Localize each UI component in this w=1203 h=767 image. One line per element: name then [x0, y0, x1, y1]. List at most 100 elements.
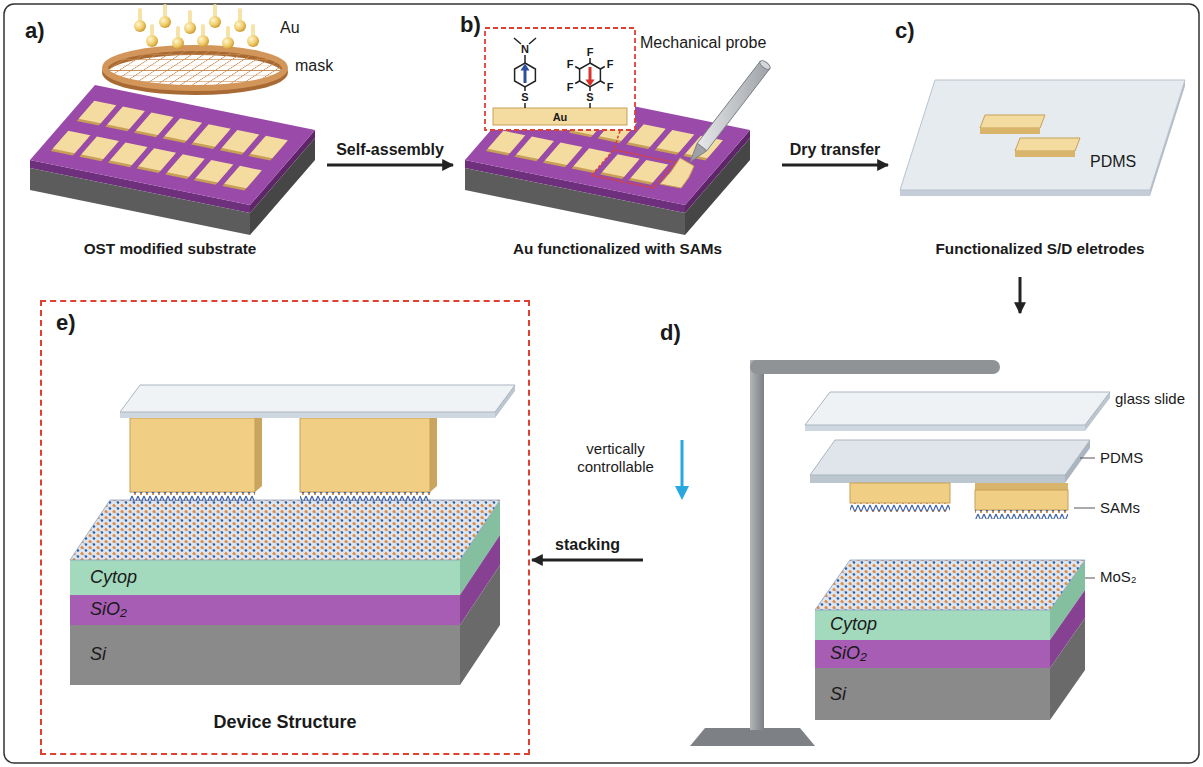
- device-stack-e-part: [460, 565, 500, 685]
- layer-label: SiO₂: [830, 643, 867, 665]
- sam-inset-part: [586, 80, 595, 87]
- pdms-stamp-c: [900, 80, 1185, 196]
- substrate-stack-d-part: [815, 668, 1050, 720]
- sam-inset: [485, 28, 635, 149]
- gold-atoms-part: [222, 37, 234, 49]
- panel-caption: Au functionalized with SAMs: [455, 240, 780, 258]
- vertical-arrow-part: [681, 440, 684, 488]
- electrodes-e: [130, 412, 437, 501]
- material-label: SAMs: [1100, 499, 1140, 517]
- substrate-stack-d-part: [815, 560, 1085, 610]
- gold-atoms-part: [247, 35, 259, 47]
- pdms-stamp-c-part: [900, 80, 1185, 190]
- panel-label: e): [56, 310, 76, 336]
- gold-atoms: [134, 6, 259, 49]
- substrate-stack-d-part: [1050, 618, 1085, 720]
- sam-inset-part: [521, 64, 530, 71]
- arrow-label: Dry transfer: [790, 140, 881, 159]
- sam-inset-part: [515, 63, 536, 87]
- sam-inset-part: [514, 38, 536, 108]
- substrate-b: [465, 85, 750, 235]
- sam-inset-part: [589, 67, 592, 80]
- process-arrow: [782, 164, 888, 167]
- vertical-arrow-part: [675, 486, 689, 500]
- device-stack-e: [70, 500, 500, 685]
- device-stack-e-part: [70, 500, 500, 560]
- electrodes-e-part: [300, 492, 430, 501]
- glass-slide-e: [120, 385, 515, 418]
- vertical-arrow: [675, 440, 689, 500]
- pdms-stamp-c-part: [980, 115, 1045, 128]
- gold-atoms-part: [184, 22, 196, 34]
- glass-slide-d-part: [805, 425, 1085, 431]
- electrodes-d-part: [850, 503, 950, 512]
- electrodes-e-part: [300, 418, 430, 492]
- layer-label: Cytop: [90, 567, 137, 589]
- atom-label: F: [607, 81, 614, 92]
- mechanical-probe-part: [690, 143, 707, 162]
- pdms-stamp-c-part: [900, 190, 1150, 196]
- peeled-pad: [660, 158, 694, 188]
- gold-atoms-part: [159, 16, 171, 28]
- panel-caption: Functionalized S/D eletrodes: [890, 240, 1190, 258]
- arrow-label: stacking: [555, 535, 620, 554]
- panel-box: d): [645, 315, 1195, 755]
- substrate-a-part-part: [51, 101, 288, 191]
- material-label: Au: [280, 18, 300, 37]
- atom-label: F: [607, 58, 614, 69]
- pdms-d-part: [810, 475, 1065, 483]
- electrodes-d-part: [975, 510, 1068, 519]
- glass-slide-e-part: [120, 412, 495, 418]
- electrodes-e-part: [255, 412, 262, 492]
- sam-inset-part: [493, 108, 627, 125]
- electrodes-d-part: [975, 490, 1068, 510]
- device-stack-e-part: [70, 560, 460, 595]
- sam-inset-part: [580, 63, 601, 87]
- sam-inset-part: [524, 70, 527, 83]
- pdms-stamp-c-part: [1015, 151, 1075, 157]
- mechanical-probe: [690, 59, 772, 162]
- gold-atoms-part: [234, 20, 246, 32]
- substrate-a: [30, 85, 315, 235]
- layer-label: SiO₂: [90, 599, 127, 621]
- material-label: glass slide: [1115, 390, 1185, 408]
- substrate-b-part-part: [486, 101, 723, 191]
- gold-atoms-part: [172, 37, 184, 49]
- atom-label: S: [521, 92, 528, 103]
- sam-inset-part: [614, 131, 620, 149]
- atom-label: F: [567, 81, 574, 92]
- substrate-stack-d-part: [815, 640, 1050, 668]
- electrodes-e-part: [430, 412, 437, 492]
- process-arrow: [327, 164, 453, 167]
- glass-slide-e-part: [120, 385, 515, 412]
- figure-frame: [4, 4, 1199, 763]
- transfer-stage-part: [690, 728, 815, 746]
- process-arrow: [532, 559, 643, 562]
- pdms-d: [810, 440, 1090, 483]
- atom-label: N: [521, 44, 529, 55]
- gold-atoms-part: [209, 16, 221, 28]
- panel-label: a): [25, 18, 45, 44]
- substrate-a-part: [30, 85, 315, 235]
- shadow-mask-part: [105, 48, 285, 88]
- sam-inset-part: [575, 58, 605, 108]
- gold-atoms-part: [140, 6, 253, 36]
- device-panel: e)Device Structure: [40, 300, 530, 755]
- panel-label: d): [660, 320, 681, 346]
- material-label: mask: [295, 56, 333, 75]
- layer-label: Si: [90, 644, 106, 666]
- panel-box: a) OST modified substrate: [15, 10, 325, 275]
- mechanical-probe-part: [697, 61, 770, 150]
- tool-label: Mechanical probe: [640, 33, 766, 52]
- panel-label: b): [460, 12, 481, 38]
- process-arrow: [1019, 277, 1022, 313]
- layer-label: Cytop: [830, 614, 877, 636]
- sam-inset-part: [485, 28, 635, 130]
- atom-label: F: [587, 47, 594, 58]
- atom-label: S: [586, 92, 593, 103]
- gold-atoms-part: [146, 35, 158, 47]
- pdms-d-part: [810, 440, 1090, 475]
- panel-caption: OST modified substrate: [15, 240, 325, 258]
- substrate-b-part: [465, 85, 750, 235]
